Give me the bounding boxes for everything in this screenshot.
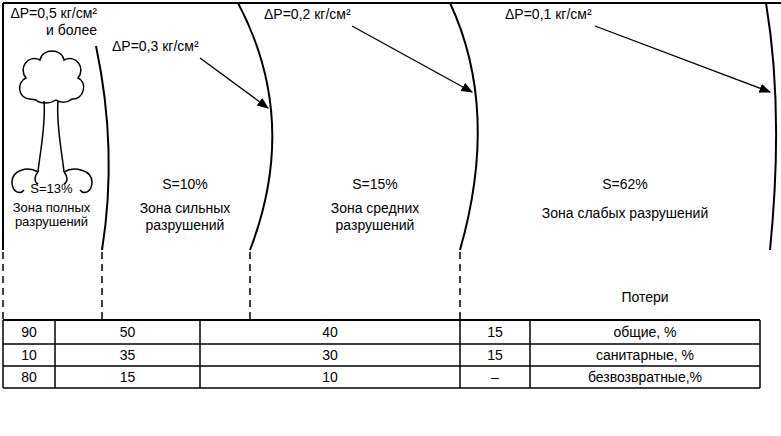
zone-area: S=13%: [3, 182, 100, 196]
frame-left: [2, 3, 4, 250]
frame-top: [3, 2, 781, 4]
leader-arrows: [200, 26, 770, 108]
dashed-guides: [3, 252, 460, 320]
label-slot: санитарные, %: [530, 344, 760, 366]
mushroom-cloud: [12, 51, 92, 192]
table-rule: [199, 320, 201, 388]
label-slot: 10: [3, 344, 55, 366]
pressure-label: ΔP=0,1 кг/см²: [505, 6, 592, 23]
label-slot: ΔP=0,3 кг/см²: [112, 38, 199, 55]
cloud-stem: [58, 101, 64, 172]
zone-band: S=10% Зона сильных разрушений: [110, 0, 260, 250]
dashed-guide: [459, 252, 461, 320]
table-rule: [3, 387, 760, 389]
table-cell: 15: [55, 366, 200, 388]
label-slot: 80: [3, 366, 55, 388]
row-label: общие, %: [530, 320, 760, 344]
table-cell: –: [460, 366, 530, 388]
label-slot: 40: [200, 320, 460, 344]
table-cell: 35: [55, 344, 200, 366]
table-rule: [3, 343, 760, 345]
table-rule: [759, 320, 761, 388]
row-label: санитарные, %: [530, 344, 760, 366]
dashed-guide: [249, 252, 251, 320]
boundary-curve: [238, 3, 272, 250]
dashed-guide: [2, 252, 4, 320]
zone-name: Зона средних разрушений: [305, 200, 445, 234]
table-cell: 15: [460, 320, 530, 344]
label-slot: –: [460, 366, 530, 388]
table-cell: 80: [3, 366, 55, 388]
zone-name: Зона полных разрушений: [6, 201, 98, 229]
table-cell: 10: [3, 344, 55, 366]
table-cell: 15: [460, 344, 530, 366]
row-label: безвозвратные,%: [530, 366, 760, 388]
dashed-guide: [101, 252, 103, 320]
label-slot: 15: [460, 344, 530, 366]
zone-boundaries: [96, 3, 776, 250]
label-slot: ΔP=0,5 кг/см² и более: [8, 5, 97, 39]
zone-area: S=10%: [110, 176, 260, 193]
table-cell: 50: [55, 320, 200, 344]
label-slot: Потери: [530, 289, 760, 306]
table-rule: [3, 319, 760, 321]
table-cell: 10: [200, 366, 460, 388]
table-cell: 40: [200, 320, 460, 344]
table-rule: [54, 320, 56, 388]
cloud-cap: [20, 51, 84, 103]
boundary-curve: [96, 46, 109, 250]
label-slot: 35: [55, 344, 200, 366]
zone-band: S=62% Зона слабых разрушений: [490, 0, 760, 250]
label-slot: 90: [3, 320, 55, 344]
label-slot: 10: [200, 366, 460, 388]
leader-arrow: [352, 26, 472, 92]
pressure-label: ΔP=0,3 кг/см²: [112, 38, 199, 55]
zone-name: Зона сильных разрушений: [123, 200, 247, 234]
label-slot: ΔP=0,2 кг/см²: [264, 6, 351, 23]
zone-area: S=62%: [490, 176, 760, 193]
boundary-curve: [450, 3, 478, 250]
table-rule: [529, 320, 531, 388]
leader-arrow: [200, 58, 268, 108]
label-slot: общие, %: [530, 320, 760, 344]
table-cell: 30: [200, 344, 460, 366]
cloud-stem: [38, 101, 44, 172]
zone-area: S=15%: [290, 176, 460, 193]
frame: [3, 3, 781, 250]
zone-band: S=15% Зона средних разрушений: [290, 0, 460, 250]
table-rule: [3, 365, 760, 367]
table-header: Потери: [530, 289, 760, 306]
zone-name: Зона слабых разрушений: [500, 205, 750, 222]
label-slot: 15: [55, 366, 200, 388]
boundary-curve: [766, 3, 776, 250]
table-rule: [459, 320, 461, 388]
pressure-label: ΔP=0,5 кг/см² и более: [8, 5, 97, 39]
table-cell: 90: [3, 320, 55, 344]
label-slot: 15: [460, 320, 530, 344]
table-grid: [3, 320, 760, 388]
table-rule: [2, 320, 4, 388]
label-slot: безвозвратные,%: [530, 366, 760, 388]
leader-arrow: [595, 26, 770, 92]
pressure-label: ΔP=0,2 кг/см²: [264, 6, 351, 23]
label-slot: 30: [200, 344, 460, 366]
label-slot: 50: [55, 320, 200, 344]
label-slot: ΔP=0,1 кг/см²: [505, 6, 592, 23]
